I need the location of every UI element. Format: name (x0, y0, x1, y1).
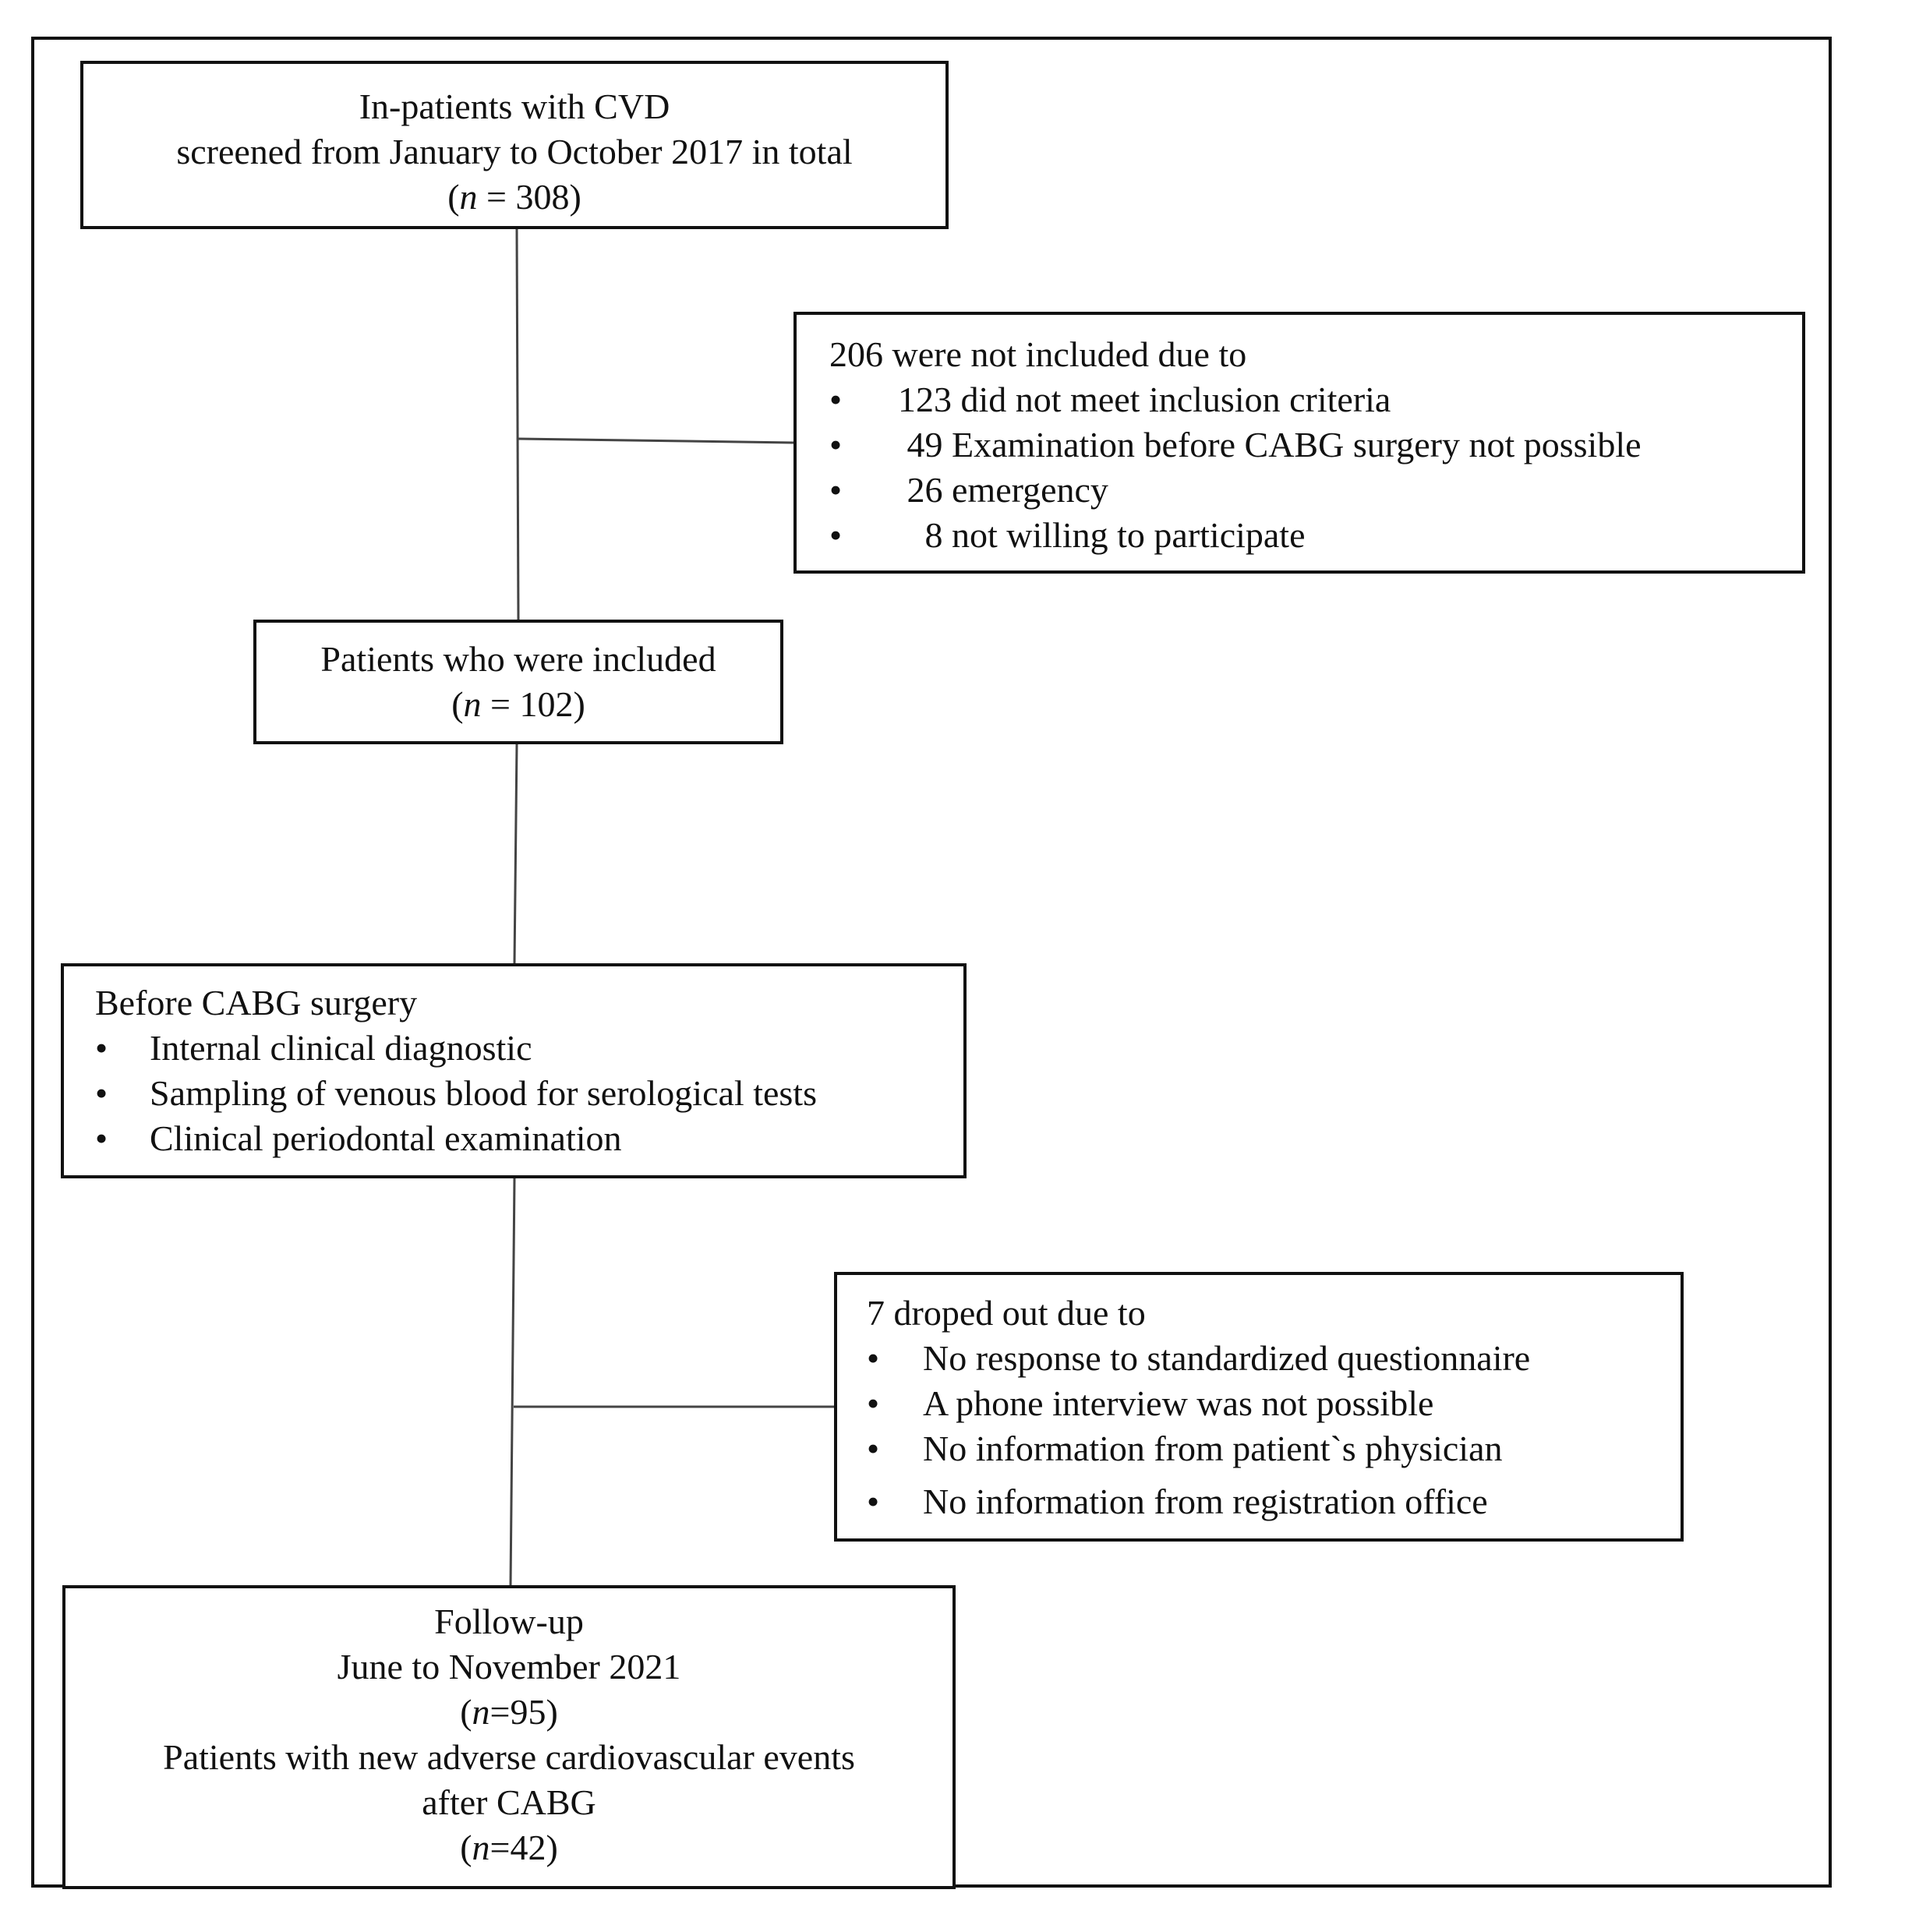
followup-events-count: (n=42) (460, 1828, 558, 1867)
list-item: No response to standardized questionnair… (867, 1336, 1681, 1381)
included-count: (n = 102) (451, 684, 585, 724)
list-item: 123 did not meet inclusion criteria (829, 377, 1802, 422)
before-surgery-title: Before CABG surgery (95, 983, 418, 1023)
followup-events-line2: after CABG (422, 1782, 596, 1822)
list-item: 26 emergency (829, 468, 1802, 513)
before-surgery-box: Before CABG surgery Internal clinical di… (61, 963, 967, 1178)
dropout-box: 7 droped out due to No response to stand… (834, 1272, 1684, 1542)
included-line1: Patients who were included (320, 639, 716, 679)
followup-box: Follow-up June to November 2021 (n=95) P… (62, 1585, 956, 1889)
excluded-box: 206 were not included due to 123 did not… (793, 312, 1805, 574)
before-surgery-list: Internal clinical diagnostic Sampling of… (95, 1026, 963, 1161)
excluded-title: 206 were not included due to (829, 334, 1247, 374)
screened-line2: screened from January to October 2017 in… (176, 132, 853, 171)
screened-box: In-patients with CVD screened from Janua… (80, 61, 949, 229)
screened-count: (n = 308) (447, 177, 581, 217)
followup-line1: Follow-up (434, 1602, 584, 1641)
list-item: 8 not willing to participate (829, 513, 1802, 558)
excluded-reasons-list: 123 did not meet inclusion criteria 49 E… (829, 377, 1802, 558)
list-item: Clinical periodontal examination (95, 1116, 963, 1161)
list-item: Sampling of venous blood for serological… (95, 1071, 963, 1116)
list-item: 49 Examination before CABG surgery not p… (829, 422, 1802, 468)
dropout-reasons-list: No response to standardized questionnair… (867, 1336, 1681, 1524)
list-item: No information from registration office (867, 1479, 1681, 1524)
dropout-title: 7 droped out due to (867, 1293, 1146, 1333)
followup-count: (n=95) (460, 1692, 558, 1732)
followup-events-line1: Patients with new adverse cardiovascular… (163, 1737, 855, 1777)
list-item: Internal clinical diagnostic (95, 1026, 963, 1071)
list-item: No information from patient`s physician (867, 1426, 1681, 1471)
screened-line1: In-patients with CVD (359, 87, 670, 126)
followup-period: June to November 2021 (337, 1647, 681, 1687)
included-box: Patients who were included (n = 102) (253, 620, 783, 744)
list-item: A phone interview was not possible (867, 1381, 1681, 1426)
